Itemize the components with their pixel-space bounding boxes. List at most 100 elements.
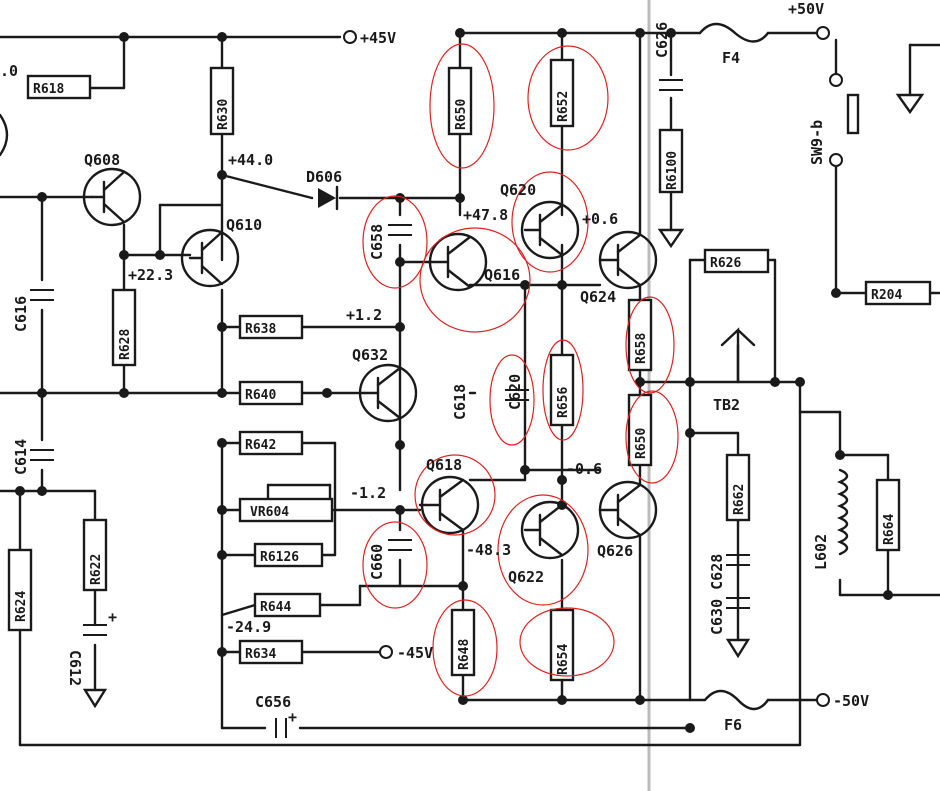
ground-4 bbox=[895, 93, 925, 115]
resistor-r654 bbox=[549, 608, 575, 682]
label-q608: Q608 bbox=[84, 151, 120, 169]
resistor-r618 bbox=[26, 74, 92, 100]
transistor-q616 bbox=[426, 232, 488, 292]
label-v12p: +1.2 bbox=[346, 306, 382, 324]
label-pos45-top: +45V bbox=[360, 29, 396, 47]
label-r638: R638 bbox=[245, 322, 276, 337]
capacitor-c612 bbox=[83, 624, 107, 636]
capacitor-c616 bbox=[30, 289, 54, 301]
labels: +45V +50V -45V -50V +44.0 +22.3 +47.8 +0… bbox=[0, 0, 869, 734]
label-tb2: TB2 bbox=[713, 396, 740, 414]
transistor-q624 bbox=[598, 230, 658, 290]
label-neg50: -50V bbox=[833, 692, 869, 710]
switch-contact-1 bbox=[829, 73, 843, 87]
transistor-q610 bbox=[180, 228, 240, 288]
diode-d606 bbox=[318, 188, 336, 208]
label-v-edge: .0 bbox=[0, 62, 18, 80]
label-r658: R658 bbox=[634, 333, 649, 364]
terminal-pos50 bbox=[816, 26, 830, 40]
capacitor-c626 bbox=[659, 79, 683, 91]
label-r6126: R6126 bbox=[260, 550, 299, 565]
terminal-neg50 bbox=[816, 693, 830, 707]
label-r634: R634 bbox=[245, 647, 276, 662]
resistors: R618 R630 R650 R652 R6100 R626 R204 R628… bbox=[7, 58, 932, 682]
label-q624: Q624 bbox=[580, 288, 616, 306]
label-c630-c628: C630 C628 bbox=[708, 554, 726, 635]
transistor-q618 bbox=[418, 475, 480, 535]
capacitor-c620 bbox=[505, 389, 529, 401]
capacitor-c660 bbox=[388, 539, 412, 551]
label-r642: R642 bbox=[245, 438, 276, 453]
resistor-r6126 bbox=[253, 542, 324, 568]
label-r626: R626 bbox=[710, 256, 741, 271]
label-sw9b: SW9-b bbox=[808, 120, 826, 165]
label-q616: Q616 bbox=[484, 266, 520, 284]
ground-2 bbox=[657, 228, 685, 249]
label-q622: Q622 bbox=[508, 568, 544, 586]
label-c620: C620 bbox=[506, 374, 524, 410]
label-pos50: +50V bbox=[788, 0, 824, 18]
label-v44: +44.0 bbox=[228, 151, 273, 169]
transistor-q626 bbox=[598, 480, 658, 540]
capacitor-c614 bbox=[30, 449, 54, 461]
label-c612: C612 bbox=[66, 650, 84, 686]
label-d606: D606 bbox=[306, 168, 342, 186]
label-c614: C614 bbox=[12, 439, 30, 475]
label-v249: -24.9 bbox=[226, 618, 271, 636]
resistor-r662 bbox=[725, 453, 751, 522]
resistor-r628 bbox=[111, 288, 137, 367]
ground-3 bbox=[725, 638, 751, 659]
label-v47: +47.8 bbox=[463, 206, 508, 224]
capacitors bbox=[30, 79, 750, 738]
label-r628: R628 bbox=[118, 329, 133, 360]
resistor-r6100 bbox=[658, 128, 684, 194]
resistor-r642 bbox=[238, 430, 304, 456]
label-r650-top: R650 bbox=[454, 99, 469, 130]
label-r618: R618 bbox=[33, 82, 64, 97]
label-q632: Q632 bbox=[352, 346, 388, 364]
label-c618: C618 bbox=[451, 384, 469, 420]
label-plus-c612: + bbox=[108, 608, 117, 626]
label-r664: R664 bbox=[882, 514, 897, 545]
resistor-r648 bbox=[450, 608, 476, 677]
switch-sw9b bbox=[846, 93, 860, 135]
label-q626: Q626 bbox=[597, 542, 633, 560]
resistor-r650-bottom bbox=[627, 393, 653, 467]
label-r644: R644 bbox=[260, 600, 291, 615]
label-r640: R640 bbox=[245, 388, 276, 403]
red-annotations bbox=[362, 43, 679, 697]
resistor-r664 bbox=[875, 478, 901, 552]
label-neg45: -45V bbox=[397, 644, 433, 662]
transistor-q620 bbox=[520, 200, 580, 260]
transistor-q632 bbox=[358, 363, 418, 423]
resistor-r640 bbox=[238, 380, 304, 406]
resistor-r626 bbox=[703, 248, 770, 274]
resistor-r656 bbox=[549, 353, 575, 427]
switch-contact-2 bbox=[829, 153, 843, 167]
label-r630: R630 bbox=[216, 99, 231, 130]
label-v06p: +0.6 bbox=[582, 210, 618, 228]
misc-components bbox=[0, 22, 925, 711]
capacitor-c658 bbox=[388, 224, 412, 236]
terminal-pos45 bbox=[343, 30, 357, 44]
label-f6: F6 bbox=[724, 716, 742, 734]
transistor-q622 bbox=[520, 500, 580, 560]
label-r648: R648 bbox=[457, 639, 472, 670]
resistor-r634 bbox=[238, 639, 304, 665]
fuse-f4 bbox=[698, 22, 770, 43]
fuse-f6 bbox=[703, 689, 770, 711]
label-r654: R654 bbox=[556, 644, 571, 675]
resistor-r650-top bbox=[447, 66, 473, 136]
partial-component-left bbox=[0, 113, 9, 157]
label-c616: C616 bbox=[12, 296, 30, 332]
trimmer-vr604 bbox=[238, 497, 334, 523]
resistor-r624 bbox=[7, 548, 33, 632]
resistor-r652 bbox=[549, 58, 575, 128]
label-c626: C626 bbox=[653, 22, 671, 58]
label-r662: R662 bbox=[732, 484, 747, 515]
label-r650-bottom: R650 bbox=[634, 428, 649, 459]
terminal-neg45 bbox=[379, 645, 393, 659]
label-q610: Q610 bbox=[226, 216, 262, 234]
label-f4: F4 bbox=[722, 49, 740, 67]
